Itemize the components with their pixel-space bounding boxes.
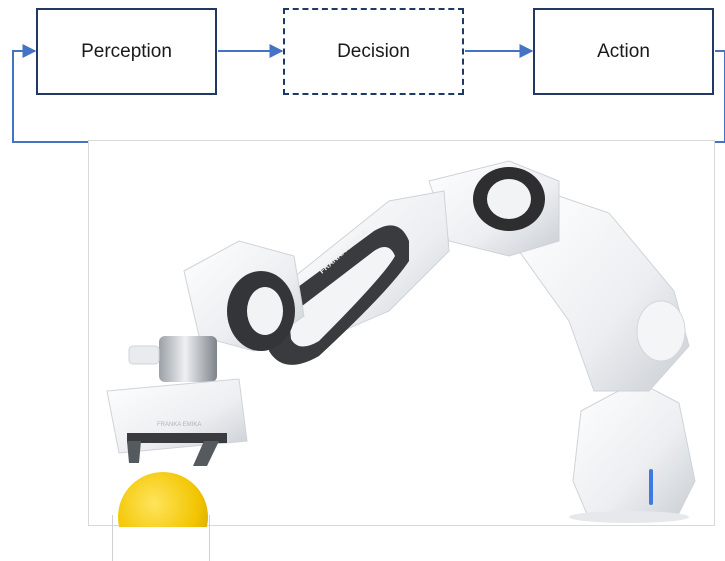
action-box: Action	[533, 8, 714, 95]
robot-shoulder	[518, 190, 690, 392]
robot-flange	[128, 336, 217, 382]
robot-gripper: FRANKA EMIKA	[106, 378, 248, 466]
feedback-loop-arrow	[12, 44, 725, 143]
perception-box: Perception	[36, 8, 217, 95]
robot-base	[569, 380, 696, 523]
decision-box: Decision	[283, 8, 464, 95]
yellow-ball	[118, 472, 208, 527]
robot-forearm: FRANKA EMIKA	[269, 190, 450, 365]
decision-label: Decision	[337, 40, 410, 62]
ball-frame-edge	[112, 515, 210, 561]
perception-label: Perception	[81, 40, 172, 62]
robot-elbow-joint	[428, 160, 560, 257]
action-label: Action	[597, 40, 650, 62]
robot-photo: FRANKA EMIKA FRANKA EMIKA	[88, 140, 715, 527]
gripper-logo-text: FRANKA EMIKA	[157, 422, 201, 428]
robot-wrist	[183, 240, 305, 352]
flow-connectors	[12, 44, 725, 143]
